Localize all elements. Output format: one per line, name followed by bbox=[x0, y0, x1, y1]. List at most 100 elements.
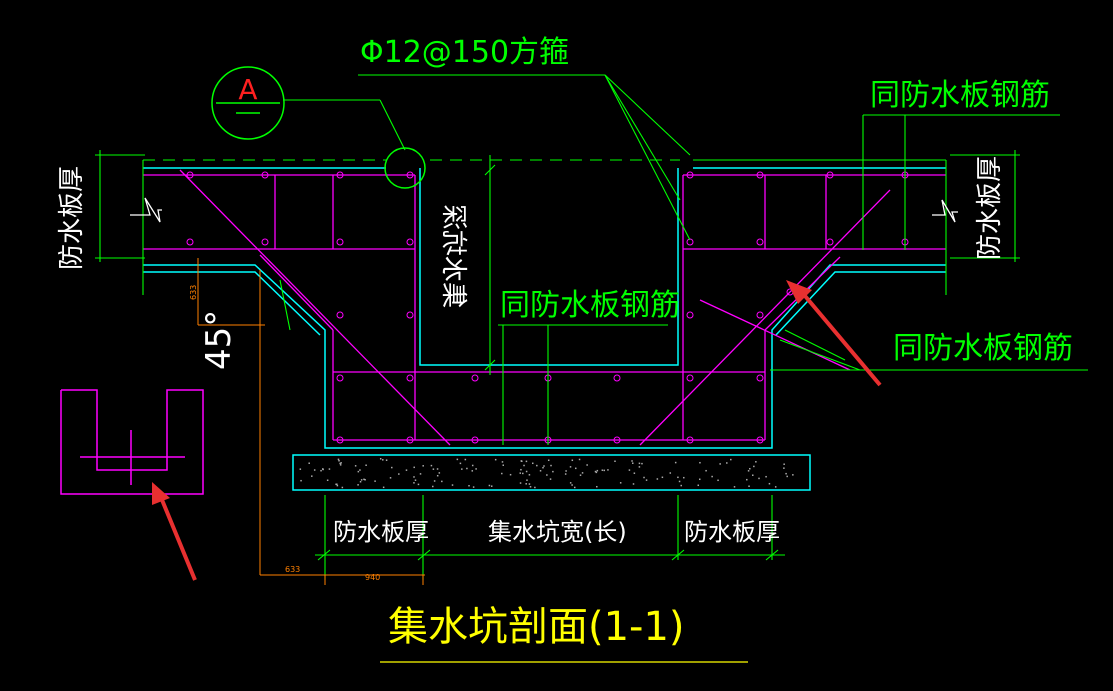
hatch-speck bbox=[578, 458, 581, 461]
rebar-dot bbox=[471, 374, 479, 382]
hatch-speck bbox=[525, 460, 528, 463]
rebar-dot bbox=[756, 436, 764, 444]
hatch-speck bbox=[631, 460, 633, 462]
hatch-speck bbox=[430, 464, 433, 467]
hatch-speck bbox=[730, 458, 732, 461]
hatch-speck bbox=[382, 486, 385, 489]
hatch-speck bbox=[414, 479, 417, 481]
hatch-speck bbox=[341, 486, 344, 489]
rebar-dot bbox=[686, 311, 694, 319]
hatch-speck bbox=[432, 485, 434, 488]
hatch-speck bbox=[633, 472, 636, 474]
rebar-dot bbox=[406, 171, 414, 179]
hatch-speck bbox=[359, 469, 361, 471]
hatch-speck bbox=[534, 486, 536, 489]
hatch-speck bbox=[579, 474, 582, 476]
hatch-speck bbox=[752, 474, 754, 476]
hatch-speck bbox=[468, 484, 470, 487]
rebar-dot bbox=[756, 238, 764, 246]
hatch-speck bbox=[638, 466, 641, 468]
slab-thickness-right: 防水板厚 bbox=[975, 156, 1005, 260]
hatch-speck bbox=[765, 475, 767, 478]
hatch-speck bbox=[490, 485, 493, 487]
hatch-speck bbox=[413, 466, 415, 469]
rebar-dot bbox=[686, 374, 694, 382]
hatch-speck bbox=[413, 482, 415, 484]
hatch-speck bbox=[748, 485, 750, 487]
hatch-speck bbox=[596, 469, 599, 472]
hatch-speck bbox=[520, 468, 522, 471]
cushion-layer bbox=[292, 454, 811, 491]
hatch-speck bbox=[461, 468, 463, 470]
slab-thickness-left: 防水板厚 bbox=[57, 166, 87, 270]
arrows bbox=[152, 280, 882, 581]
hatch-speck bbox=[601, 469, 604, 471]
rebar-dot bbox=[336, 238, 344, 246]
hatch-speck bbox=[619, 482, 622, 484]
hatch-speck bbox=[365, 464, 367, 466]
hatch-speck bbox=[711, 475, 713, 478]
hatch-speck bbox=[501, 461, 504, 463]
arrow-right bbox=[786, 280, 882, 387]
hatch-speck bbox=[783, 467, 785, 469]
hatch-speck bbox=[677, 476, 679, 479]
hatch-speck bbox=[405, 469, 408, 471]
hatch-speck bbox=[783, 463, 785, 465]
hatch-speck bbox=[565, 470, 567, 472]
small-dim-3: 940 bbox=[365, 573, 380, 582]
hatch-speck bbox=[529, 486, 532, 488]
hatch-speck bbox=[379, 458, 382, 460]
same-rebar-label-mid: 同防水板钢筋 bbox=[500, 288, 680, 323]
same-rebar-label-right: 同防水板钢筋 bbox=[893, 331, 1073, 366]
pit-depth-label: 集水坑深 bbox=[438, 204, 468, 308]
hatch-speck bbox=[632, 483, 635, 485]
hatch-speck bbox=[525, 483, 527, 485]
hatch-speck bbox=[308, 462, 310, 464]
hatch-speck bbox=[471, 470, 474, 472]
hatch-speck bbox=[459, 462, 462, 465]
hatch-speck bbox=[335, 483, 337, 486]
rebar-dot bbox=[186, 238, 194, 246]
detail-marker-letter: A bbox=[238, 73, 257, 106]
small-dim-2: 633 bbox=[285, 565, 300, 574]
hatch-speck bbox=[389, 477, 392, 479]
hatch-speck bbox=[471, 464, 474, 467]
rebar-dot bbox=[336, 171, 344, 179]
hatch-speck bbox=[614, 460, 616, 463]
rebar-dot bbox=[613, 436, 621, 444]
annotation-lines bbox=[95, 74, 1088, 580]
rebar-dot bbox=[826, 238, 834, 246]
hatch-speck bbox=[398, 473, 400, 475]
hatch-speck bbox=[768, 482, 771, 485]
hatch-speck bbox=[574, 467, 577, 470]
hatch-speck bbox=[552, 470, 554, 473]
arrow-left bbox=[152, 482, 197, 581]
hatch-speck bbox=[502, 464, 505, 466]
hatch-speck bbox=[697, 484, 700, 487]
hatch-speck bbox=[385, 459, 388, 461]
hatch-speck bbox=[522, 472, 524, 475]
hatch-speck bbox=[726, 462, 728, 464]
hatch-speck bbox=[466, 467, 468, 470]
hatch-speck bbox=[549, 478, 552, 480]
hatch-speck bbox=[641, 462, 643, 465]
hatch-speck bbox=[299, 468, 302, 470]
hatch-speck bbox=[632, 462, 634, 464]
hatch-speck bbox=[451, 484, 454, 486]
stirrup-sketch bbox=[60, 389, 204, 495]
hatch-speck bbox=[786, 475, 788, 478]
hatch-speck bbox=[573, 486, 576, 489]
rebar-dot bbox=[336, 374, 344, 382]
hatch-speck bbox=[747, 470, 750, 472]
drawing-title: 集水坑剖面(1-1) bbox=[388, 604, 685, 650]
break-marks bbox=[130, 197, 958, 223]
hatch-speck bbox=[340, 462, 342, 464]
dim-label-bottom-left: 防水板厚 bbox=[333, 518, 429, 546]
hatch-speck bbox=[528, 474, 531, 476]
rebar-dot bbox=[756, 374, 764, 382]
rebar-dot bbox=[406, 311, 414, 319]
hatch-speck bbox=[422, 465, 424, 467]
hatch-speck bbox=[501, 472, 503, 475]
hatch-speck bbox=[357, 484, 359, 486]
